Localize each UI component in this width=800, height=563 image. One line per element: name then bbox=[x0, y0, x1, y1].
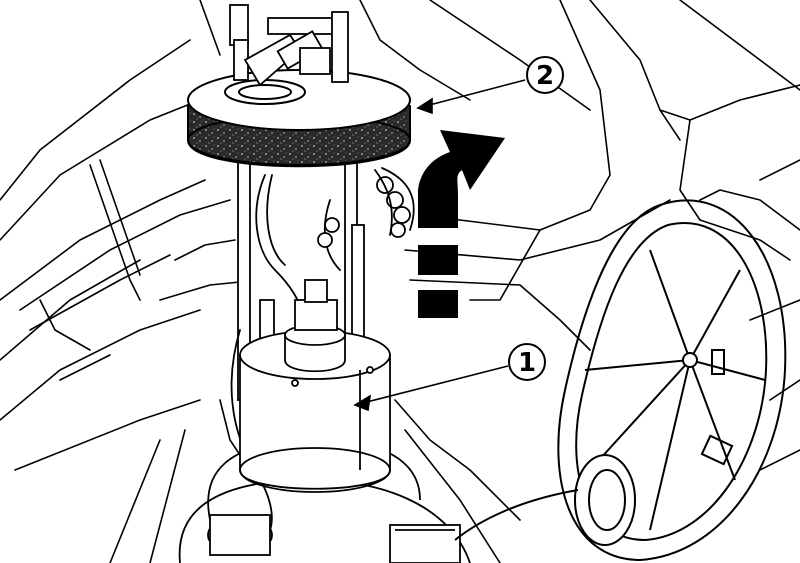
tank-opening bbox=[178, 438, 471, 563]
flange-connectors bbox=[229, 4, 349, 87]
callout-marker-1: 1 bbox=[508, 343, 546, 381]
fuel-pump-body bbox=[239, 279, 391, 493]
callout-marker-2: 2 bbox=[526, 56, 564, 94]
callout-leader-1 bbox=[353, 365, 509, 412]
access-cover-ring bbox=[454, 199, 787, 562]
callout-leader-2 bbox=[416, 79, 526, 115]
callout-label-2: 2 bbox=[536, 61, 554, 91]
pump-flange bbox=[187, 69, 411, 168]
callout-label-1: 1 bbox=[518, 348, 536, 378]
wiring-harness bbox=[230, 167, 415, 531]
arrow-up-right-icon bbox=[418, 130, 505, 318]
